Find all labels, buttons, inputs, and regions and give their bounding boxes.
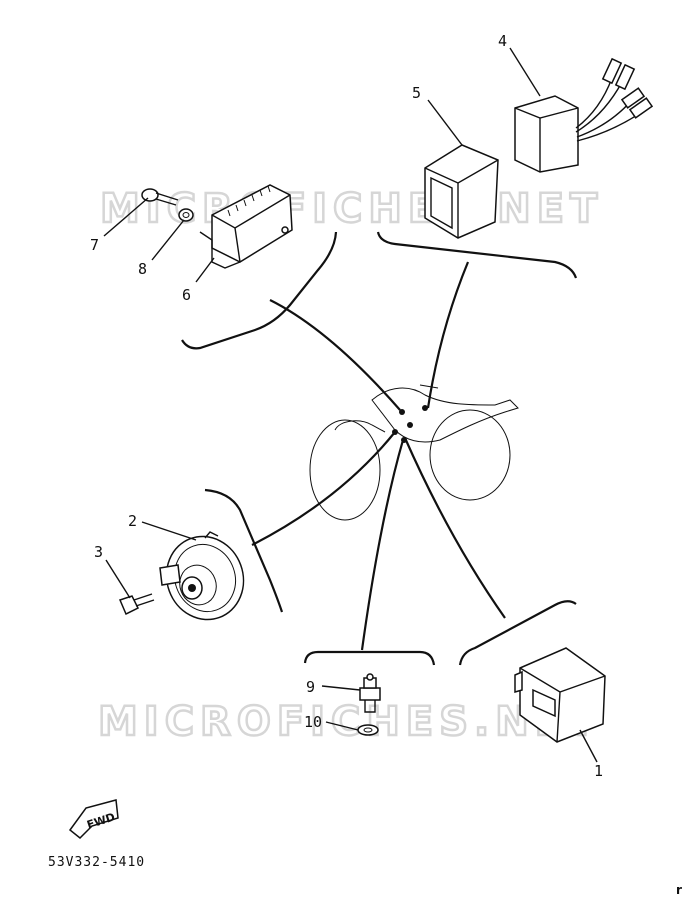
leader-lines <box>251 261 506 651</box>
part-10-gasket <box>357 724 379 736</box>
part-9-switch <box>359 673 381 713</box>
callout-8: 8 <box>138 260 147 278</box>
callout-leaders <box>103 47 598 763</box>
motorcycle-outline <box>309 384 519 521</box>
callout-2: 2 <box>128 512 137 530</box>
part-3-bolt <box>118 593 155 616</box>
bracket-parts-4-5 <box>376 231 578 279</box>
callout-3: 3 <box>94 543 103 561</box>
part-8-washer <box>178 208 194 222</box>
part-7-screw <box>141 188 179 206</box>
part-5-relay-cover <box>424 144 499 239</box>
callout-9: 9 <box>306 678 315 696</box>
callout-6: 6 <box>182 286 191 304</box>
part-6-control-unit <box>199 184 293 269</box>
part-2-horn <box>159 531 245 621</box>
corner-mark: r <box>676 883 682 897</box>
callout-1: 1 <box>594 762 603 780</box>
diagram-code: 53V332-5410 <box>48 855 145 870</box>
watermark-top: MICROFICHES.NET <box>100 186 603 232</box>
part-4-relay-unit <box>514 57 654 173</box>
bracket-part-6 <box>181 231 338 350</box>
part-1-relay <box>514 647 606 743</box>
bracket-parts-2-3 <box>204 488 284 613</box>
bracket-part-1 <box>458 600 577 666</box>
callout-4: 4 <box>498 32 507 50</box>
callout-10: 10 <box>304 713 322 731</box>
bracket-parts-9-10 <box>303 650 436 666</box>
watermark-bottom: MICROFICHES.NET <box>98 699 601 745</box>
callout-7: 7 <box>90 236 99 254</box>
callout-5: 5 <box>412 84 421 102</box>
fwd-arrow-icon: FWD <box>68 799 119 840</box>
